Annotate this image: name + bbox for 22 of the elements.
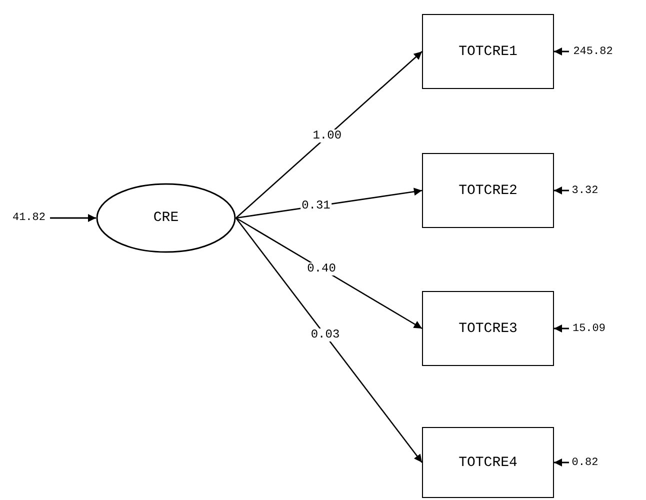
error-variance-value: 0.82 [567,454,603,470]
arrow [50,214,96,222]
observed-variable-box: TOTCRE1 [422,14,554,89]
observed-variable-box: TOTCRE3 [422,291,554,366]
error-variance-value: 245.82 [567,44,619,60]
error-variance-value: 15.09 [567,320,611,336]
variable-name: CRE [153,210,179,226]
arrow [554,458,569,466]
arrow [554,48,569,56]
arrow [554,324,569,332]
arrow [236,51,422,218]
arrow [554,186,569,194]
error-variance-value: 3.32 [567,182,603,198]
arrow [235,218,423,463]
error-variance-value: 41.82 [6,210,52,226]
latent-variable-ellipse [96,183,236,253]
path-coefficient: 0.03 [310,328,341,342]
path-coefficient: 1.00 [312,130,343,143]
observed-variable-box: TOTCRE2 [422,153,554,228]
path-coefficient: 0.40 [306,262,337,276]
arrow [236,217,422,330]
observed-variable-box: TOTCRE4 [422,427,554,498]
